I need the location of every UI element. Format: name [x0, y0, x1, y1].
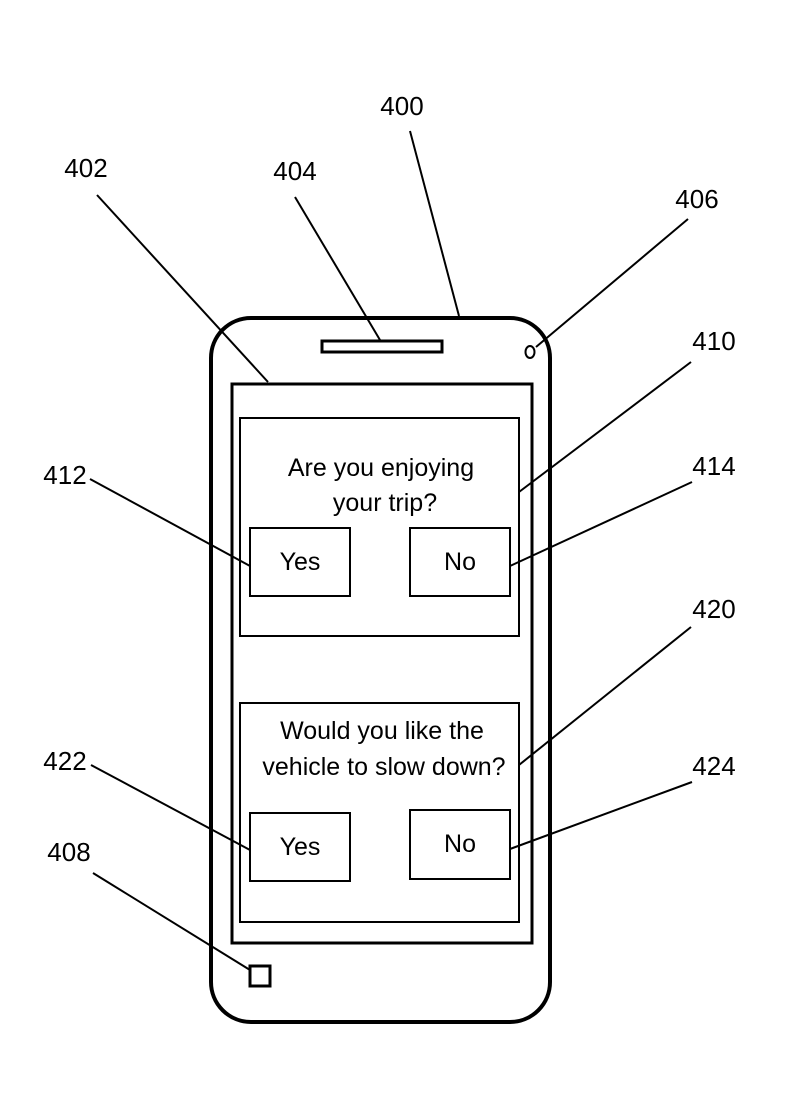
no-button-slow-down-label: No [444, 830, 476, 858]
yes-button-slow-down-label: Yes [280, 833, 321, 861]
leader-line-408 [92, 872, 251, 971]
prompt-slow-question-line-1: Would you like the [280, 717, 484, 745]
no-button-trip-label: No [444, 548, 476, 576]
no-button-trip[interactable]: No [409, 527, 511, 597]
ref-label-412: 412 [43, 460, 86, 490]
ref-label-406: 406 [675, 184, 718, 214]
ref-label-408: 408 [47, 837, 90, 867]
ref-label-410: 410 [692, 326, 735, 356]
prompt-panel-trip: Are you enjoying your trip? Yes No [239, 417, 520, 637]
leader-line-400 [409, 130, 460, 317]
no-button-slow-down[interactable]: No [409, 809, 511, 880]
yes-button-slow-down[interactable]: Yes [249, 812, 351, 882]
ref-label-422: 422 [43, 746, 86, 776]
leader-line-420 [518, 626, 692, 766]
ref-label-414: 414 [692, 451, 735, 481]
leader-line-406 [535, 218, 689, 348]
leader-line-422 [90, 764, 251, 851]
speaker-slot [320, 339, 444, 354]
prompt-panel-slow-down: Would you like the vehicle to slow down?… [239, 702, 520, 923]
ref-label-404: 404 [273, 156, 316, 186]
phone-body [209, 316, 552, 1024]
prompt-trip-question-line-1: Are you enjoying [288, 454, 474, 482]
prompt-slow-question-line-2: vehicle to slow down? [262, 753, 505, 781]
leader-line-414 [509, 481, 693, 567]
leader-line-424 [509, 781, 693, 850]
leader-line-404 [294, 196, 381, 341]
ref-label-420: 420 [692, 594, 735, 624]
yes-button-trip[interactable]: Yes [249, 527, 351, 597]
ref-label-400: 400 [380, 91, 423, 121]
leader-line-402 [96, 194, 269, 383]
home-button[interactable] [248, 964, 272, 988]
prompt-trip-question-line-2: your trip? [333, 489, 437, 517]
leader-line-412 [89, 478, 251, 567]
camera-icon [524, 345, 536, 359]
ref-label-424: 424 [692, 751, 735, 781]
leader-line-410 [518, 361, 692, 493]
phone-screen [230, 382, 534, 945]
yes-button-trip-label: Yes [280, 548, 321, 576]
ref-label-402: 402 [64, 153, 107, 183]
